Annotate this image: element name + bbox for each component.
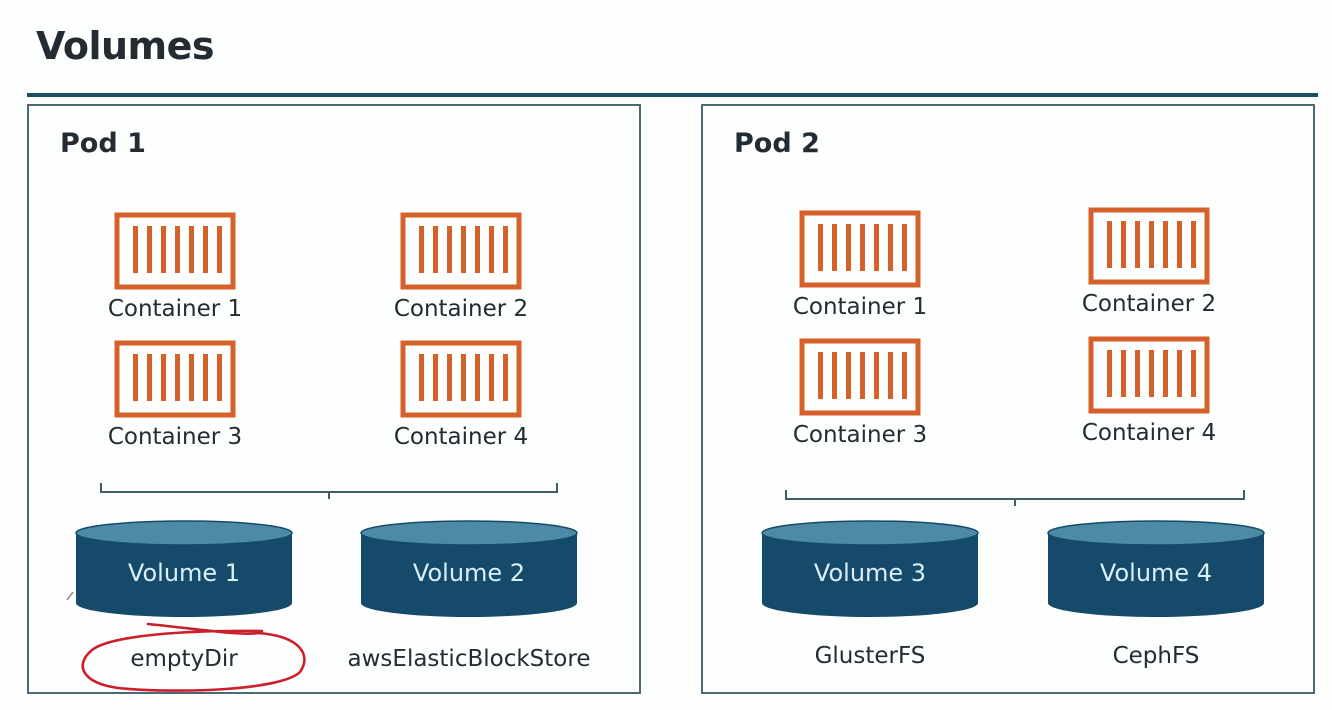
container-label: Container 2 — [1074, 291, 1224, 317]
container-4: Container 4 — [386, 340, 536, 450]
volume-3: Volume 3 — [760, 519, 980, 619]
container-icon — [114, 212, 236, 290]
container-label: Container 4 — [386, 424, 536, 450]
container-icon — [400, 212, 522, 290]
container-icon — [799, 210, 921, 288]
container-4: Container 4 — [1074, 336, 1224, 446]
container-3: Container 3 — [100, 340, 250, 450]
volume-label: Volume 1 — [74, 559, 294, 587]
volume-label: Volume 4 — [1046, 559, 1266, 587]
container-label: Container 1 — [100, 296, 250, 322]
container-2: Container 2 — [1074, 207, 1224, 317]
container-2: Container 2 — [386, 212, 536, 322]
volume-type-label: GlusterFS — [730, 643, 1010, 669]
volume-type-label: CephFS — [1016, 643, 1296, 669]
containers-bracket — [785, 490, 1245, 500]
title-divider — [27, 93, 1318, 97]
container-label: Container 3 — [785, 422, 935, 448]
volume-1: Volume 1 — [74, 519, 294, 619]
pod-1-box: Pod 1 Container 1 Container 2 Container … — [27, 104, 641, 694]
container-icon — [114, 340, 236, 418]
container-icon — [400, 340, 522, 418]
volume-type-label: awsElasticBlockStore — [329, 646, 609, 672]
volume-type-label: emptyDir — [44, 646, 324, 672]
container-icon — [799, 338, 921, 416]
container-label: Container 3 — [100, 424, 250, 450]
container-1: Container 1 — [785, 210, 935, 320]
container-3: Container 3 — [785, 338, 935, 448]
volume-2: Volume 2 — [359, 519, 579, 619]
container-label: Container 2 — [386, 296, 536, 322]
container-label: Container 4 — [1074, 420, 1224, 446]
pod-title: Pod 2 — [734, 128, 820, 159]
container-label: Container 1 — [785, 294, 935, 320]
containers-bracket — [100, 483, 558, 493]
pod-2-box: Pod 2 Container 1 Container 2 Container … — [701, 104, 1315, 694]
volume-4: Volume 4 — [1046, 519, 1266, 619]
container-icon — [1088, 336, 1210, 414]
volume-label: Volume 2 — [359, 559, 579, 587]
volume-label: Volume 3 — [760, 559, 980, 587]
pod-title: Pod 1 — [60, 128, 146, 159]
page-title: Volumes — [36, 24, 214, 68]
container-1: Container 1 — [100, 212, 250, 322]
container-icon — [1088, 207, 1210, 285]
